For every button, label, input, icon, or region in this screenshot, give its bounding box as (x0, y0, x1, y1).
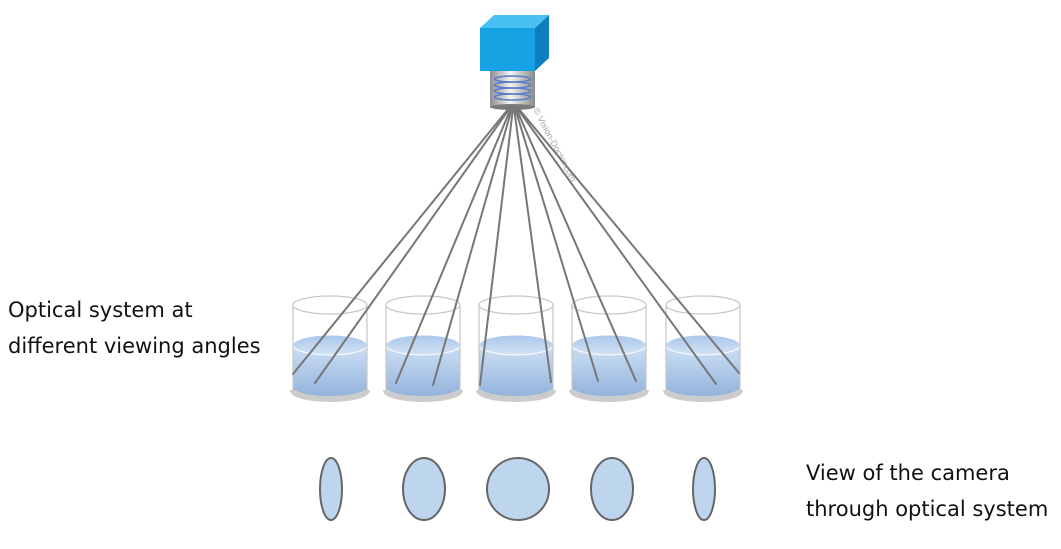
ray (513, 107, 552, 383)
beaker-3 (476, 295, 556, 402)
camera-top-face (480, 15, 549, 28)
view-ellipse-4 (590, 457, 634, 521)
ray (516, 107, 717, 385)
ray (292, 107, 510, 375)
ray (314, 107, 511, 384)
camera-front-face (480, 28, 535, 71)
beaker-5 (663, 295, 743, 402)
camera-views (319, 457, 716, 521)
viewing-rays (292, 107, 740, 386)
view-ellipse-1 (319, 457, 343, 521)
beaker-4 (569, 295, 649, 402)
camera-view-label-line2: through optical system (806, 497, 1049, 521)
view-ellipse-3 (486, 457, 550, 521)
view-ellipse-2 (402, 457, 446, 521)
camera-icon (480, 15, 549, 71)
ray (479, 107, 514, 386)
camera-side-face (535, 15, 549, 71)
beaker-2 (383, 295, 463, 402)
ray (515, 107, 637, 382)
camera-view-label-line1: View of the camera (806, 461, 1010, 485)
camera-view-label: View of the camera through optical syste… (806, 455, 1048, 527)
beakers (290, 295, 743, 402)
lens-icon (490, 71, 535, 110)
ray (395, 107, 512, 384)
ray (432, 107, 513, 386)
ray (514, 107, 599, 382)
optical-system-label-line1: Optical system at (8, 298, 193, 322)
beaker-1 (290, 295, 370, 402)
optical-system-label-line2: different viewing angles (8, 334, 261, 358)
view-ellipse-5 (692, 457, 716, 521)
ray (517, 107, 740, 374)
optical-system-label: Optical system at different viewing angl… (8, 292, 261, 364)
